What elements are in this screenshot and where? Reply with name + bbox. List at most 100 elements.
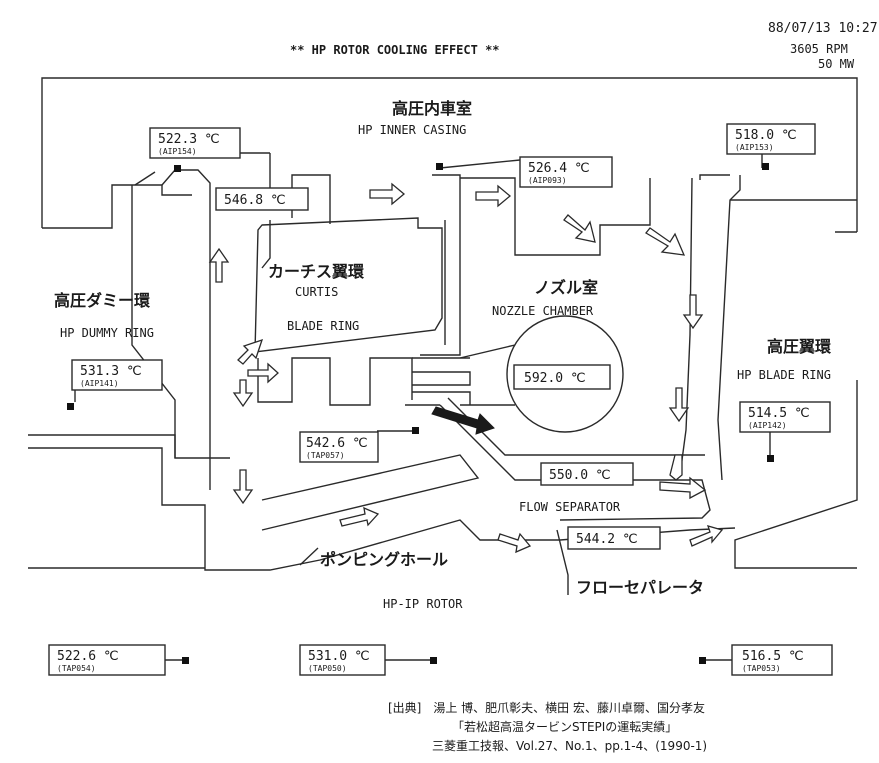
outer-casing	[41, 77, 858, 233]
label-flow-sep-en: FLOW SEPARATOR	[519, 500, 621, 514]
callout-nozzle-value: 592.0 ℃	[524, 371, 586, 386]
arrow-black-flow	[431, 406, 495, 435]
pumping-hole-channel	[261, 454, 480, 531]
sensor-aip154	[174, 165, 181, 172]
rotor-shaft-upper	[28, 434, 230, 459]
callout-tap054-box	[48, 644, 166, 676]
curtis-outline	[254, 217, 443, 353]
callout-aip154-value: 522.3 ℃	[158, 132, 220, 147]
callout-tap053-value: 516.5 ℃	[742, 649, 804, 664]
callout-aip093-tag: (AIP093)	[528, 176, 567, 185]
label-inner-casing-jp: 高圧内車室	[392, 99, 472, 118]
arrow-right-sep	[659, 476, 707, 500]
callout-aip142: 514.5 ℃ (AIP142)	[739, 401, 831, 433]
label-nozzle-en: NOZZLE CHAMBER	[492, 304, 594, 318]
callout-tap057-tag: (TAP057)	[306, 451, 345, 460]
label-rotor-en: HP-IP ROTOR	[383, 597, 463, 611]
sensor-aip141	[67, 403, 74, 410]
flow-separator	[439, 404, 711, 521]
callout-aip142-tag: (AIP142)	[748, 421, 787, 430]
callout-nozzle: 592.0 ℃	[513, 364, 611, 390]
callout-sep-lower-box	[567, 526, 661, 550]
arrow-down-left-2	[232, 469, 254, 505]
callout-inlet: 546.8 ℃	[215, 187, 309, 211]
label-pumping-jp: ポンピングホール	[320, 550, 448, 569]
nozzle-cone	[459, 315, 624, 433]
callout-aip153-box	[726, 123, 816, 155]
callout-aip141-tag: (AIP141)	[80, 379, 119, 388]
arrow-diag-1	[563, 214, 596, 243]
callout-aip142-value: 514.5 ℃	[748, 406, 810, 421]
sensor-aip093	[436, 163, 443, 170]
callout-tap053-tag: (TAP053)	[742, 664, 781, 673]
arrow-left-right	[247, 362, 279, 384]
nozzle-column	[420, 174, 461, 356]
arrow-pump	[339, 506, 380, 527]
cone-upper	[459, 344, 516, 359]
source-journal: 三菱重工技報、Vol.27、No.1、pp.1-4、(1990-1)	[432, 739, 707, 753]
callout-aip141-box	[71, 359, 163, 391]
callout-tap057: 542.6 ℃ (TAP057)	[299, 431, 379, 463]
callout-inlet-box	[215, 187, 309, 211]
callout-sep-lower: 544.2 ℃	[567, 526, 661, 550]
arrow-down-1	[682, 294, 704, 330]
callout-aip154-tag: (AIP154)	[158, 147, 197, 156]
sensor-aip153	[762, 163, 769, 170]
callout-nozzle-box	[513, 364, 611, 390]
callout-tap054-value: 522.6 ℃	[57, 649, 119, 664]
casing-outer-line	[41, 77, 858, 232]
label-curtis-jp: カーチス翼環	[268, 262, 365, 281]
arrow-right-1	[369, 182, 406, 206]
callout-aip153: 518.0 ℃ (AIP153)	[726, 123, 816, 155]
header-load: 50 MW	[818, 57, 855, 71]
callout-tap057-value: 542.6 ℃	[306, 436, 368, 451]
arrow-down-2	[668, 387, 690, 423]
callout-sep-upper-value: 550.0 ℃	[549, 468, 611, 483]
callout-tap054-tag: (TAP054)	[57, 664, 96, 673]
callout-tap050-tag: (TAP050)	[308, 664, 347, 673]
callout-sep-upper: 550.0 ℃	[540, 462, 634, 486]
casing-left-step	[42, 184, 192, 229]
region-labels: 高圧内車室 HP INNER CASING カーチス翼環 CURTIS BLAD…	[54, 99, 832, 611]
arrow-right-2	[475, 184, 512, 208]
callout-tap054: 522.6 ℃ (TAP054)	[48, 644, 166, 676]
label-blade-en: HP BLADE RING	[737, 368, 831, 382]
callout-tap053: 516.5 ℃ (TAP053)	[731, 644, 833, 676]
callout-aip141: 531.3 ℃ (AIP141)	[71, 359, 163, 391]
flow-arrows	[208, 182, 724, 554]
header-rpm: 3605 RPM	[790, 42, 848, 56]
label-curtis-en1: CURTIS	[295, 285, 338, 299]
leader-pumping	[299, 547, 319, 566]
sensor-tap053	[699, 657, 706, 664]
callout-aip093-box	[519, 156, 613, 188]
source-citation: [出典] 湯上 博、肥爪彰夫、横田 宏、藤川卓爾、国分孝友 「若松超高温タービン…	[388, 700, 707, 753]
label-flow-sep-jp: フローセパレータ	[576, 578, 704, 597]
measurement-callouts: 522.3 ℃ (AIP154) 518.0 ℃ (AIP153) 526.4 …	[48, 123, 833, 676]
arrow-diag-left-up	[237, 338, 264, 365]
diagram-title: ** HP ROTOR COOLING EFFECT **	[290, 43, 500, 57]
label-dummy-en: HP DUMMY RING	[60, 326, 154, 340]
callout-sep-upper-box	[540, 462, 634, 486]
dummy-ring-inner	[261, 220, 271, 269]
callout-aip141-value: 531.3 ℃	[80, 364, 142, 379]
leader-aip093	[439, 159, 521, 169]
label-nozzle-jp: ノズル室	[534, 278, 598, 297]
rotor-right-step	[734, 380, 858, 569]
dummy-ring-bevel	[134, 171, 156, 186]
callout-aip154: 522.3 ℃ (AIP154)	[149, 127, 241, 159]
arrow-diag-2	[645, 227, 686, 256]
blade-ring-right	[717, 175, 741, 481]
nozzle-circle	[506, 315, 624, 433]
sensor-tap054	[182, 657, 189, 664]
dummy-ring-top	[161, 169, 211, 490]
inner-casing-column	[291, 174, 651, 356]
callout-aip093-value: 526.4 ℃	[528, 161, 590, 176]
callout-inlet-value: 546.8 ℃	[224, 193, 286, 208]
callout-aip093: 526.4 ℃ (AIP093)	[519, 156, 613, 188]
label-curtis-en2: BLADE RING	[287, 319, 359, 333]
sensor-aip142	[767, 455, 774, 462]
blade-ring-top	[699, 174, 730, 180]
callout-aip153-tag: (AIP153)	[735, 143, 774, 152]
